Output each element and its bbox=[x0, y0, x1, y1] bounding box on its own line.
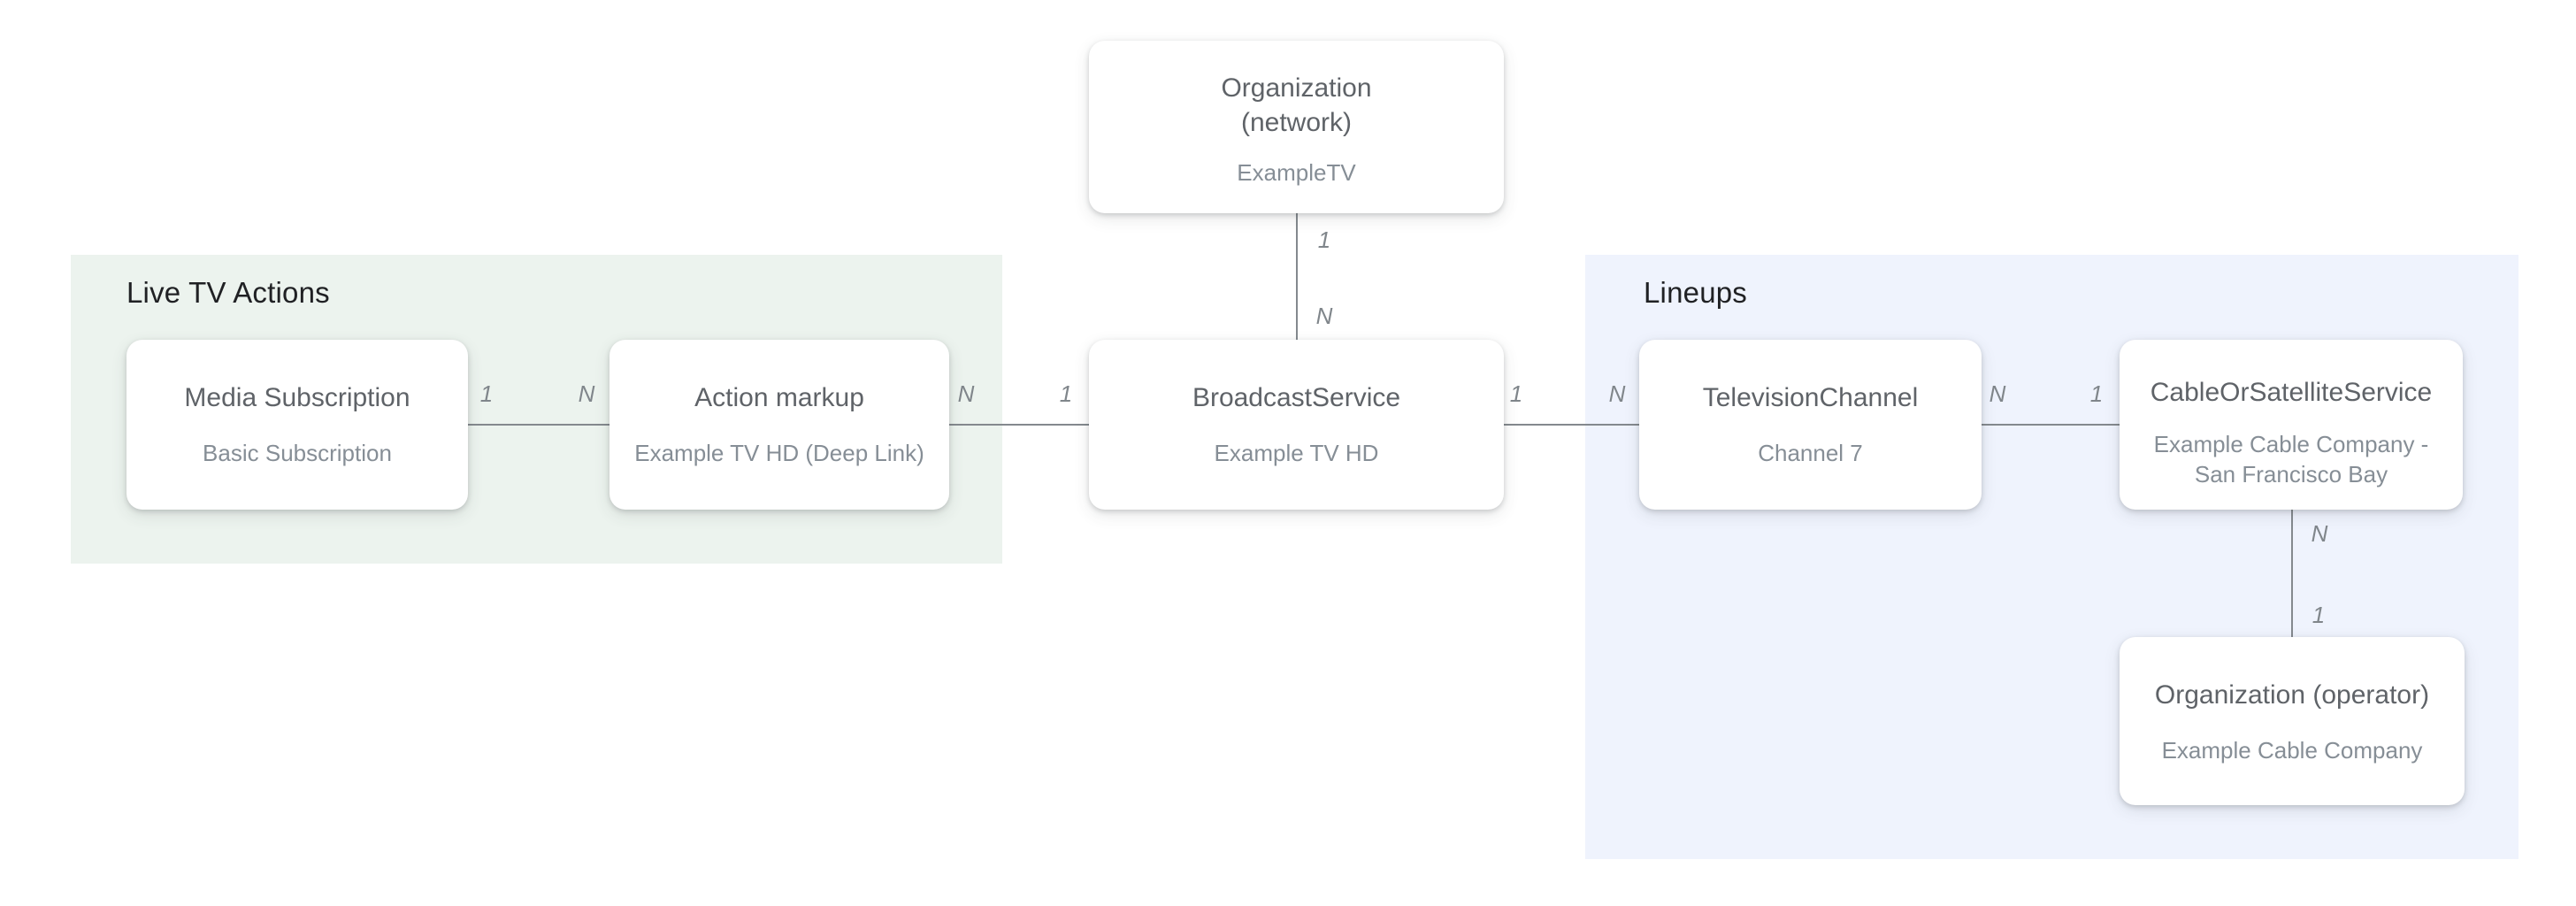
lineups-region-title: Lineups bbox=[1644, 276, 1747, 309]
node-title: Media Subscription bbox=[184, 383, 410, 412]
cardinality-television-side-right: N bbox=[1989, 380, 2006, 407]
node-subtitle: Example TV HD bbox=[1214, 440, 1379, 466]
node-organization-operator: Organization (operator) Example Cable Co… bbox=[2120, 637, 2465, 805]
node-organization-network: Organization (network) ExampleTV bbox=[1089, 41, 1504, 213]
node-cable-or-satellite-service: CableOrSatelliteService Example Cable Co… bbox=[2120, 340, 2463, 510]
node-title: Action markup bbox=[694, 383, 864, 412]
cardinality-action-side-right: N bbox=[957, 380, 975, 407]
cardinality-media-side: 1 bbox=[479, 380, 494, 407]
node-title: Organization (network) bbox=[1221, 73, 1372, 137]
connector-action-to-broadcast bbox=[949, 424, 1089, 426]
cardinality-broadcast-side-left: 1 bbox=[1059, 380, 1073, 407]
connector-media-to-action bbox=[468, 424, 610, 426]
node-title: Organization (operator) bbox=[2154, 680, 2430, 710]
cardinality-television-side-left: N bbox=[1608, 380, 1626, 407]
cardinality-broadcast-side-top: N bbox=[1315, 303, 1333, 329]
node-broadcast-service: BroadcastService Example TV HD bbox=[1089, 340, 1504, 510]
cardinality-action-side-left: N bbox=[578, 380, 595, 407]
node-subtitle: Example TV HD (Deep Link) bbox=[634, 440, 924, 466]
connector-broadcast-to-television bbox=[1504, 424, 1639, 426]
node-subtitle: Basic Subscription bbox=[203, 440, 392, 466]
node-action-markup: Action markup Example TV HD (Deep Link) bbox=[610, 340, 949, 510]
connector-television-to-cable bbox=[1982, 424, 2120, 426]
node-television-channel: TelevisionChannel Channel 7 bbox=[1639, 340, 1982, 510]
node-subtitle: Example Cable Company - San Francisco Ba… bbox=[2153, 431, 2429, 488]
node-title: BroadcastService bbox=[1192, 383, 1401, 412]
node-title: TelevisionChannel bbox=[1702, 383, 1919, 412]
connector-cable-to-operator bbox=[2291, 510, 2293, 637]
cardinality-cable-side-bottom: N bbox=[2311, 520, 2328, 547]
cardinality-cable-side-left: 1 bbox=[2089, 380, 2104, 407]
node-title: CableOrSatelliteService bbox=[2150, 378, 2433, 407]
node-subtitle: Example Cable Company bbox=[2161, 737, 2423, 764]
cardinality-operator-side: 1 bbox=[2312, 602, 2326, 628]
connector-network-to-broadcast bbox=[1296, 213, 1298, 340]
cardinality-broadcast-side-right: 1 bbox=[1509, 380, 1523, 407]
node-subtitle: Channel 7 bbox=[1758, 440, 1863, 466]
node-subtitle: ExampleTV bbox=[1237, 159, 1356, 186]
live-tv-actions-region-title: Live TV Actions bbox=[126, 276, 330, 309]
node-media-subscription: Media Subscription Basic Subscription bbox=[126, 340, 468, 510]
cardinality-network-side: 1 bbox=[1317, 226, 1331, 253]
